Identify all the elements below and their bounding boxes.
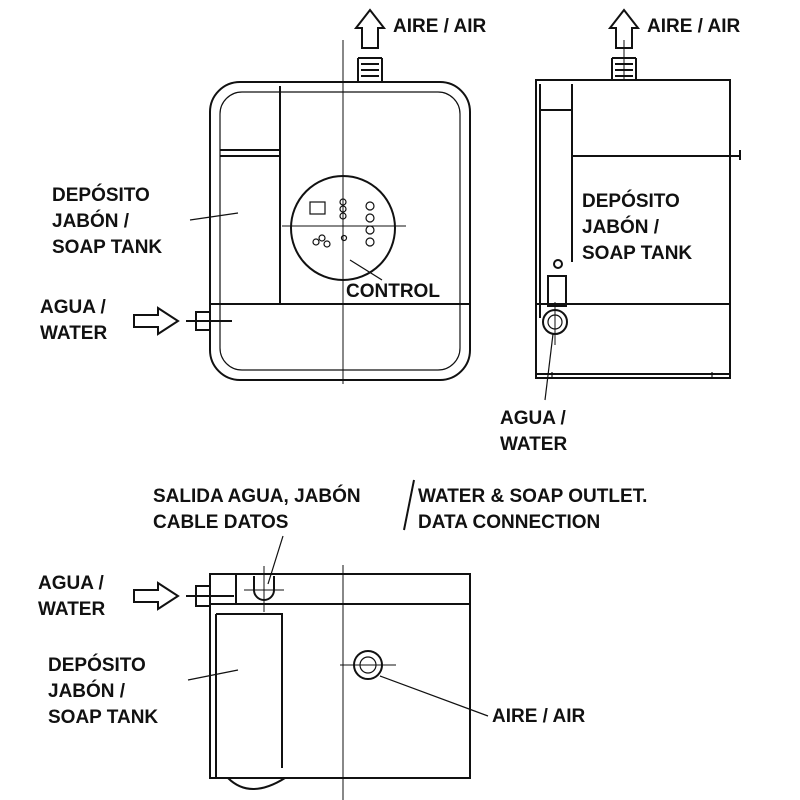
bottom-body-outline (209, 573, 471, 779)
front-water-fitting (186, 311, 232, 331)
bottom-soap-leader (187, 669, 239, 681)
front-control-leader (349, 259, 383, 281)
front-soap-label-2: JABÓN / (52, 210, 130, 232)
bottom-soap-label-2: JABÓN / (48, 680, 126, 702)
front-water-label-1: AGUA / (40, 297, 107, 318)
bottom-soap-panel (215, 613, 283, 778)
front-soap-leader (189, 212, 239, 221)
bottom-water-fitting (186, 585, 234, 607)
bottom-air-leader (379, 675, 489, 717)
front-air-label: AIRE / AIR (393, 16, 487, 37)
bottom-outlet-crosshair (244, 566, 284, 612)
side-bottom-dots (551, 372, 713, 378)
outlet-es-label-1: SALIDA AGUA, JABÓN (153, 485, 361, 507)
side-water-label-2: WATER (500, 434, 567, 455)
front-control-display (309, 201, 326, 215)
side-centerline-v (554, 40, 625, 345)
bottom-water-arrow (133, 581, 180, 611)
side-water-label-1: AGUA / (500, 408, 567, 429)
bottom-air-label: AIRE / AIR (492, 706, 586, 727)
bottom-body-top-band (210, 574, 470, 605)
front-soap-tank-panel (220, 86, 281, 304)
bottom-view: SALIDA AGUA, JABÓN CABLE DATOS WATER & S… (38, 479, 647, 800)
front-control-label: CONTROL (346, 281, 440, 302)
bottom-water-label-1: AGUA / (38, 573, 105, 594)
front-water-arrow (133, 306, 180, 336)
side-body-outline (535, 79, 731, 379)
outlet-es-label-2: CABLE DATOS (153, 512, 288, 533)
side-body-bands (536, 150, 741, 375)
front-soap-label-1: DEPÓSITO (52, 184, 150, 206)
front-control-panel (290, 175, 396, 281)
bottom-outlet-leader (267, 535, 284, 585)
front-body-outer (209, 81, 471, 381)
front-soap-label-3: SOAP TANK (52, 237, 162, 258)
bottom-air-crosshair (340, 565, 396, 800)
bottom-water-label-2: WATER (38, 599, 105, 620)
front-control-leds (312, 198, 375, 248)
side-soap-label-1: DEPÓSITO (582, 190, 680, 212)
side-body-front-panel (539, 84, 573, 318)
side-air-label: AIRE / AIR (647, 16, 741, 37)
front-body-inner (219, 91, 461, 371)
bottom-soap-label-1: DEPÓSITO (48, 654, 146, 676)
front-view: AIRE / AIR DEPÓSITO JABÓN / SOAP TANK CO… (40, 8, 487, 384)
outlet-en-label-2: DATA CONNECTION (418, 512, 600, 533)
bottom-foot (227, 777, 286, 790)
side-lower-fittings (547, 259, 567, 307)
side-water-leader (544, 333, 554, 401)
side-air-arrow (607, 8, 641, 49)
front-water-label-2: WATER (40, 323, 107, 344)
side-soap-label-2: JABÓN / (582, 216, 660, 238)
outlet-slash (403, 479, 415, 531)
front-air-arrow (353, 8, 387, 49)
outlet-en-label-1: WATER & SOAP OUTLET. (418, 486, 647, 507)
bottom-soap-label-3: SOAP TANK (48, 707, 158, 728)
front-air-nozzle (357, 57, 383, 83)
side-soap-label-3: SOAP TANK (582, 243, 692, 264)
side-view: AIRE / AIR DEPÓSITO JABÓN / SOAP TANK AG… (500, 8, 741, 455)
